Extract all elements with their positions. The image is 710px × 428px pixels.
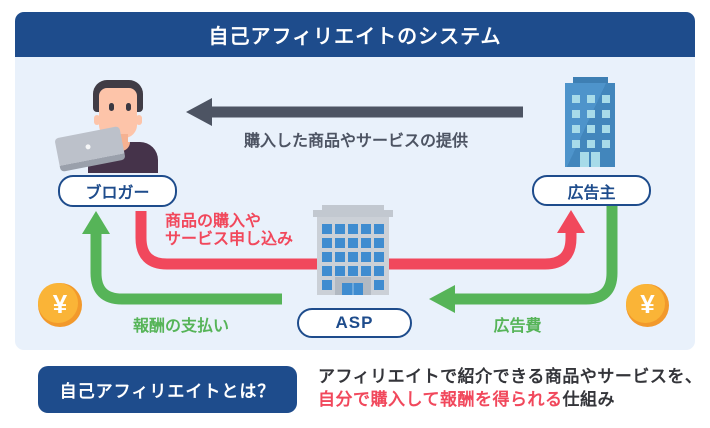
advertiser-label-pill: 広告主 [532,175,651,206]
advertiser-label: 広告主 [567,184,616,202]
question-text: 自己アフィリエイトとは？ [59,382,276,401]
diagram-header-bar: 自己アフィリエイトのシステム [15,12,695,57]
asp-building-window [322,280,332,290]
advertiser-building-door [580,152,600,167]
answer-text: アフィリエイトで紹介できる商品やサービスを、 自分で購入して報酬を得られる仕組み [318,365,702,411]
answer-tail: 仕組み [562,390,615,409]
advertiser-building-windows [572,95,610,148]
answer-line2: 自分で購入して報酬を得られる仕組み [318,388,702,411]
purchase-arrow-label: 商品の購入や サービス申し込み [165,213,293,249]
asp-building-cornice [313,210,393,217]
blogger-ear [94,115,100,125]
advertiser-building-icon [565,77,615,167]
advertiser-building-body [565,83,615,167]
blogger-eye [109,103,114,111]
asp-label: ASP [335,313,374,332]
laptop-logo-dot [85,143,91,150]
yen-coin-face [38,283,78,323]
provide-arrow-label: 購入した商品やサービスの提供 [243,133,468,150]
ad-fee-arrow [429,204,618,313]
blogger-illustration [54,68,170,173]
yen-symbol: ¥ [640,289,655,319]
purchase-arrow-label-line1: 商品の購入や [165,213,262,230]
yen-coin-face [626,284,665,323]
blogger-ear [136,115,142,125]
purchase-arrow-label-line2: サービス申し込み [165,231,294,248]
yen-symbol: ¥ [52,288,68,319]
asp-building-body [317,217,389,295]
asp-building-roof-step [322,205,384,210]
blogger-label-pill: ブロガー [58,175,177,207]
yen-coin-icon: ¥ [38,283,82,327]
reward-arrow [82,211,282,305]
asp-building-window [374,280,384,290]
blogger-eye [126,103,131,111]
provide-arrow [186,98,523,126]
yen-coin-icon: ¥ [626,284,669,327]
asp-label-pill: ASP [297,308,412,338]
answer-line1: アフィリエイトで紹介できる商品やサービスを、 [318,367,703,386]
reward-arrow-label: 報酬の支払い [132,318,229,335]
asp-building-door [342,283,363,295]
answer-highlight: 自分で購入して報酬を得られる [318,390,563,409]
blogger-label: ブロガー [85,185,150,202]
asp-building-windows [322,224,384,276]
ad-fee-arrow-label: 広告費 [493,318,542,335]
asp-building-icon [313,205,393,295]
question-box: 自己アフィリエイトとは？ [38,366,297,413]
advertiser-building-roof [573,77,608,84]
diagram-title: 自己アフィリエイトのシステム [208,26,502,48]
